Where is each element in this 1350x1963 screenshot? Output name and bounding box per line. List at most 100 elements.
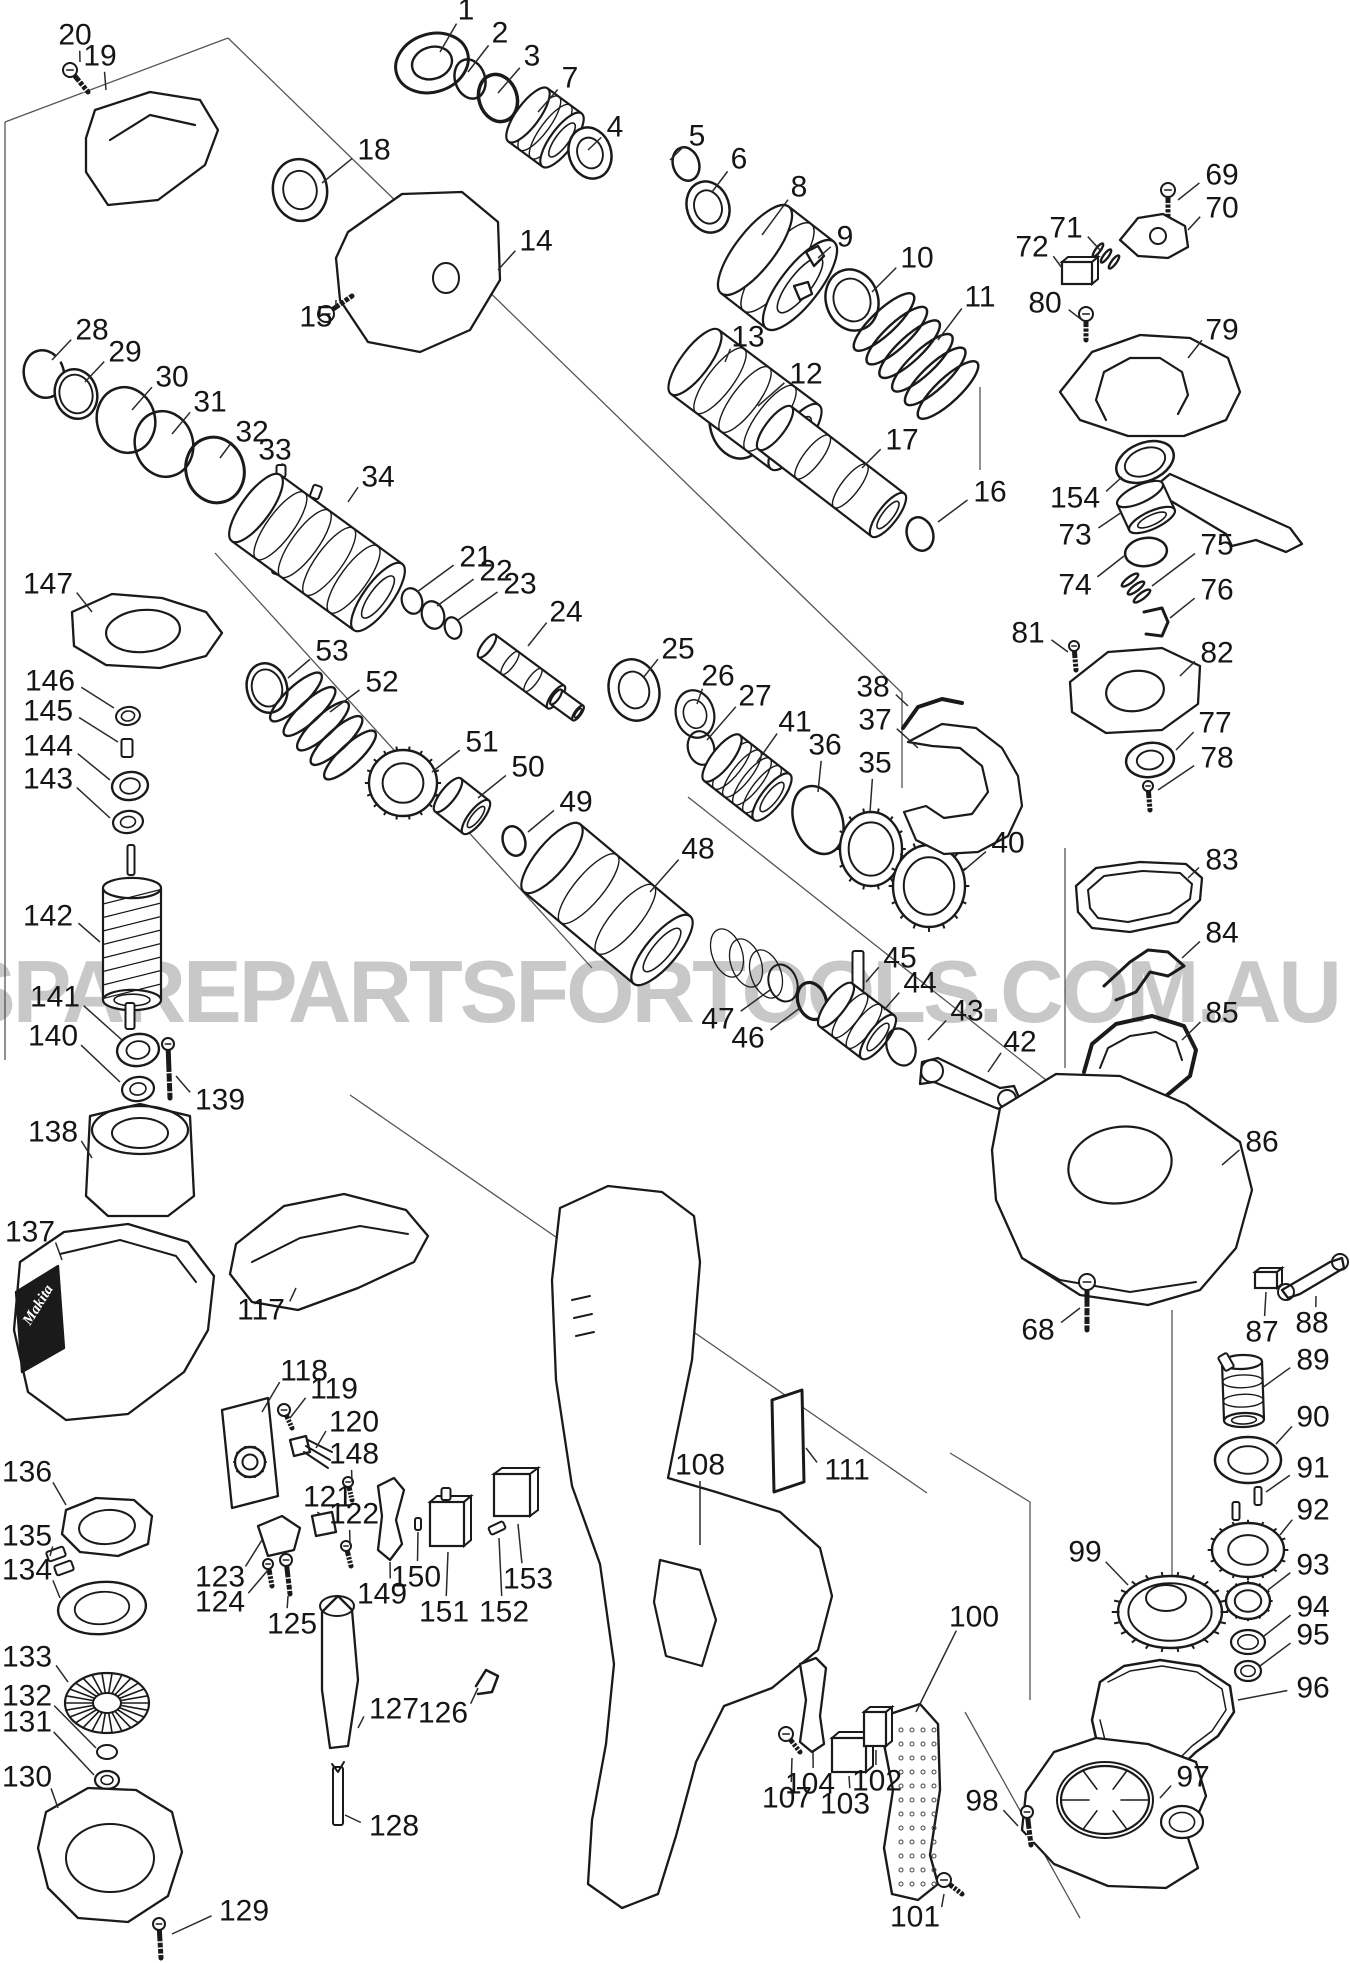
part-fan <box>1059 1764 1151 1836</box>
part-number-83: 83 <box>1205 844 1238 877</box>
part-number-76: 76 <box>1200 574 1233 607</box>
part-number-87: 87 <box>1245 1316 1278 1349</box>
callout-151: 151 <box>419 1551 469 1629</box>
part-number-2: 2 <box>492 17 509 50</box>
part-number-151: 151 <box>419 1596 469 1629</box>
callout-18: 18 <box>321 134 391 184</box>
part-path <box>573 1313 593 1319</box>
part-72-slider <box>1059 254 1101 287</box>
part-25-washer <box>607 658 661 722</box>
part-number-100: 100 <box>949 1601 999 1634</box>
part-number-11: 11 <box>964 281 995 314</box>
callout-38: 38 <box>856 671 909 707</box>
part-number-70: 70 <box>1205 192 1238 225</box>
part-90-bearing <box>1213 1435 1283 1485</box>
callout-23: 23 <box>457 568 537 621</box>
part-37-yoke <box>902 722 1024 856</box>
callout-79: 79 <box>1187 314 1239 359</box>
part-76-clip <box>1142 606 1170 638</box>
callout-134: 134 <box>2 1554 61 1599</box>
part-120-terminal <box>288 1434 312 1458</box>
part-98-screw <box>1020 1805 1035 1848</box>
part-number-42: 42 <box>1003 1026 1036 1059</box>
part-number-69: 69 <box>1205 159 1238 192</box>
part-number-24: 24 <box>549 596 582 629</box>
callout-44: 44 <box>883 967 937 1011</box>
callout-40: 40 <box>961 827 1025 873</box>
part-number-139: 139 <box>195 1084 245 1117</box>
callout-42: 42 <box>987 1026 1037 1073</box>
part-number-6: 6 <box>731 143 748 176</box>
part-oring <box>92 1692 122 1714</box>
part-number-153: 153 <box>503 1563 553 1596</box>
part-number-88: 88 <box>1295 1307 1328 1340</box>
callout-85: 85 <box>1181 997 1239 1041</box>
part-oring <box>1067 1125 1173 1205</box>
callout-68: 68 <box>1021 1307 1081 1347</box>
part-52-spring <box>268 671 378 781</box>
callout-48: 48 <box>649 833 715 893</box>
part-number-141: 141 <box>30 981 80 1014</box>
part-69-screw <box>1160 182 1176 219</box>
part-14-motor-housing <box>334 190 502 354</box>
part-19-crank-cap <box>84 90 220 207</box>
callout-1: 1 <box>439 0 474 53</box>
part-number-89: 89 <box>1296 1344 1329 1377</box>
callout-7: 7 <box>537 62 579 113</box>
part-number-7: 7 <box>562 62 579 95</box>
part-152-clip <box>487 1520 507 1536</box>
part-26-washer <box>674 689 716 739</box>
part-number-20: 20 <box>58 19 91 52</box>
part-15-screw <box>317 293 355 323</box>
callout-37: 37 <box>858 704 919 749</box>
callout-143: 143 <box>23 763 111 819</box>
part-20-screw <box>62 62 91 95</box>
construction-lines <box>4 37 1173 1919</box>
part-91-pin <box>1253 1486 1263 1506</box>
part-number-71: 71 <box>1049 212 1082 245</box>
callout-47: 47 <box>701 989 771 1036</box>
part-83-gasket <box>1074 860 1204 934</box>
callout-97: 97 <box>1159 1761 1210 1799</box>
callout-104: 104 <box>785 1751 835 1801</box>
callout-27: 27 <box>706 680 772 741</box>
part-oring <box>104 608 182 654</box>
part-oring <box>920 1059 944 1083</box>
part-29-sleeve <box>53 367 99 421</box>
callout-139: 139 <box>175 1075 245 1117</box>
callout-2: 2 <box>467 17 509 73</box>
part-pin <box>1231 1501 1241 1521</box>
part-30-ring <box>95 386 157 454</box>
part-number-27: 27 <box>738 680 771 713</box>
part-22-oring <box>420 600 446 630</box>
callout-50: 50 <box>477 751 545 799</box>
part-path <box>307 1439 333 1453</box>
callout-43: 43 <box>927 995 984 1041</box>
part-107-screw <box>778 1726 803 1755</box>
part-99-gear <box>1111 1571 1229 1653</box>
part-108-housing <box>550 1184 834 1910</box>
part-number-74: 74 <box>1058 569 1091 602</box>
part-126-clip <box>474 1668 500 1696</box>
callout-135: 135 <box>2 1520 54 1557</box>
part-oring <box>111 1117 169 1149</box>
part-number-96: 96 <box>1296 1672 1329 1705</box>
part-number-47: 47 <box>701 1003 734 1036</box>
callout-145: 145 <box>23 695 119 743</box>
part-139-screw <box>161 1037 175 1101</box>
part-number-72: 72 <box>1015 231 1048 264</box>
part-31-ring <box>133 410 195 478</box>
part-86-crank-housing <box>990 1072 1254 1307</box>
part-130-fan-housing <box>36 1786 184 1924</box>
callout-98: 98 <box>965 1785 1019 1827</box>
part-number-25: 25 <box>661 633 694 666</box>
part-number-90: 90 <box>1296 1401 1329 1434</box>
callout-94: 94 <box>1263 1591 1330 1637</box>
part-number-51: 51 <box>465 726 498 759</box>
callout-111: 111 <box>805 1447 870 1487</box>
part-number-148: 148 <box>329 1438 379 1471</box>
callout-89: 89 <box>1261 1344 1330 1389</box>
part-oring <box>1331 1253 1349 1271</box>
part-oring2 <box>1159 1804 1205 1840</box>
part-92-gear <box>1207 1519 1289 1581</box>
